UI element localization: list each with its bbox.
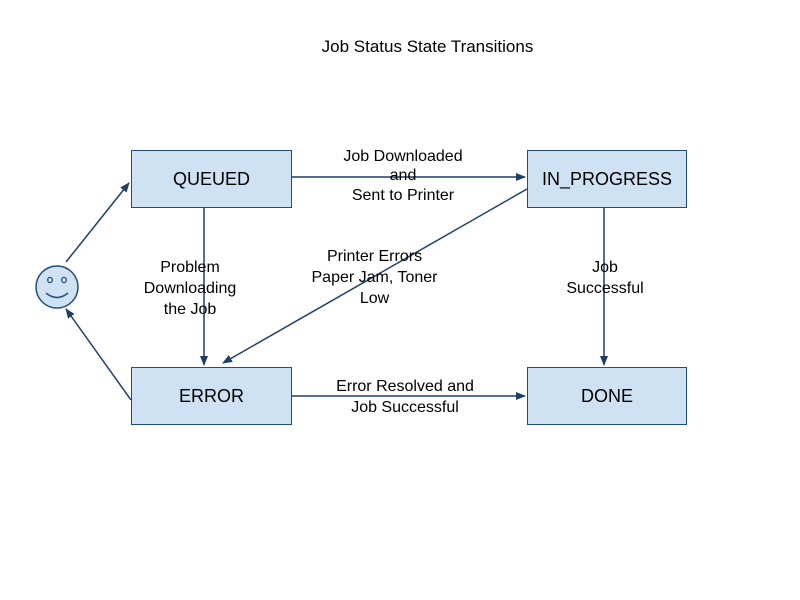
transition-label-line: Printer Errors	[326, 248, 423, 265]
transition-label-downloaded: Job Downloaded and Sent to Printer	[323, 146, 483, 206]
transition-label-line: Error Resolved and	[336, 378, 474, 395]
transition-label-line: Problem	[160, 259, 220, 276]
arrow-start-to-queued	[65, 182, 130, 263]
state-done-label: DONE	[580, 385, 633, 406]
smiley-face-icon	[35, 265, 79, 309]
transition-label-line: Sent to Printer	[351, 187, 455, 204]
transition-label-line: Downloading	[143, 280, 237, 297]
arrow-error-to-start	[65, 308, 132, 401]
diagram-title: Job Status State Transitions	[321, 37, 534, 56]
arrow-inprogress-to-error	[222, 188, 528, 364]
state-in-progress-label: IN_PROGRESS	[541, 168, 673, 189]
transition-label-line: the Job	[163, 301, 217, 318]
transition-label-line: Job Successful	[351, 399, 459, 416]
state-queued-label: QUEUED	[172, 168, 250, 189]
state-queued: QUEUED	[131, 150, 292, 208]
transition-label-line: Job Downloaded	[343, 148, 463, 165]
transition-label-line: and	[389, 167, 417, 184]
state-error-label: ERROR	[178, 385, 244, 406]
transition-label-line: Low	[359, 290, 390, 307]
state-in-progress: IN_PROGRESS	[527, 150, 687, 208]
transition-label-resolved: Error Resolved and Job Successful	[310, 376, 500, 418]
transition-label-successful: Job Successful	[545, 257, 665, 299]
transition-label-problem: Problem Downloading the Job	[130, 257, 250, 320]
transition-label-line: Paper Jam, Toner	[311, 269, 438, 286]
transition-label-line: Successful	[566, 280, 644, 297]
state-done: DONE	[527, 367, 687, 425]
transition-label-line: Job	[592, 259, 618, 276]
transition-label-printer-errors: Printer Errors Paper Jam, Toner Low	[292, 246, 457, 309]
state-error: ERROR	[131, 367, 292, 425]
